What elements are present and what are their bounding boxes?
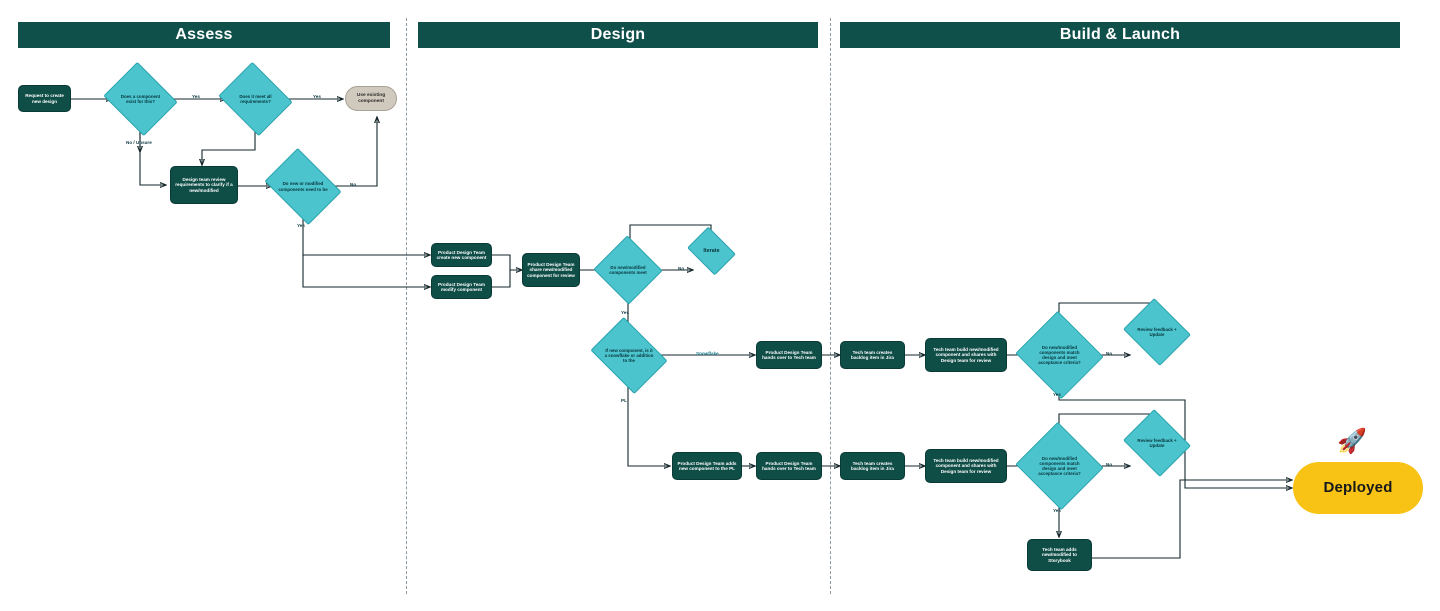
node-label: If new component, is it a snowflake or a… xyxy=(604,347,654,364)
node-label: Product Design Team adds new component t… xyxy=(677,460,737,471)
node-match-design-top[interactable]: Do new/modified components match design … xyxy=(1015,310,1104,400)
node-label: Do new or modified components need to be xyxy=(278,181,328,192)
node-label: Design team review requirements to clari… xyxy=(175,177,233,193)
node-share-for-review[interactable]: Product Design Team share new/modified c… xyxy=(522,253,580,287)
edge-label-exists-yes: Yes xyxy=(192,94,200,99)
lane-title-design: Design xyxy=(590,26,646,43)
lane-divider-assess-design xyxy=(406,18,407,594)
node-label: Request to create new design xyxy=(25,93,64,104)
edge-label-need-no: No xyxy=(350,182,357,187)
node-tech-build-bottom[interactable]: Tech team build new/modified component a… xyxy=(925,449,1007,483)
lane-title-build: Build & Launch xyxy=(1059,26,1181,43)
lane-header-build: Build & Launch xyxy=(840,22,1400,48)
node-handover-tech-bottom[interactable]: Product Design Team hands over to Tech t… xyxy=(756,452,822,480)
node-new-or-modified-needed[interactable]: Do new or modified components need to be xyxy=(264,147,342,226)
edge-label-meets-yes: Yes xyxy=(313,94,321,99)
node-label: Do new/modified components match design … xyxy=(1038,455,1081,477)
node-label: Product Design Team create new component xyxy=(436,249,487,260)
node-deployed[interactable]: Deployed xyxy=(1293,462,1423,514)
lane-header-assess: Assess xyxy=(18,22,390,48)
node-label: Do new/modified components match design … xyxy=(1038,344,1081,366)
node-review-feedback-top[interactable]: Review feedback + Update xyxy=(1123,298,1191,366)
edge-label-match-no-top: No xyxy=(1106,351,1113,356)
node-modify-component[interactable]: Product Design Team modify component xyxy=(431,275,492,299)
node-label: Product Design Team modify component xyxy=(438,281,485,292)
node-label: Tech team build new/modified component a… xyxy=(933,458,999,474)
lane-divider-design-build xyxy=(830,18,831,594)
node-create-new-component[interactable]: Product Design Team create new component xyxy=(431,243,492,267)
node-label: Tech team adds new/modified to Storybook xyxy=(1042,547,1077,563)
node-label: Tech team creates backlog item in Jira xyxy=(851,460,894,471)
node-backlog-jira-bottom[interactable]: Tech team creates backlog item in Jira xyxy=(840,452,905,480)
edge-label-need-yes: Yes xyxy=(297,223,305,228)
node-match-design-bottom[interactable]: Do new/modified components match design … xyxy=(1015,421,1104,511)
node-label: Review feedback + Update xyxy=(1137,326,1177,337)
node-label: Tech team creates backlog item in Jira xyxy=(851,349,894,360)
node-meets-requirements[interactable]: Does it meet all requirements? xyxy=(218,61,293,137)
node-components-meet[interactable]: Do new/modified components meet xyxy=(593,235,663,305)
node-label: Does it meet all requirements? xyxy=(239,93,272,104)
node-label: Product Design Team hands over to Tech t… xyxy=(762,460,816,471)
edge-label-meet-yes: Yes xyxy=(621,310,629,315)
node-storybook[interactable]: Tech team adds new/modified to Storybook xyxy=(1027,539,1092,571)
node-label: Product Design Team share new/modified c… xyxy=(527,262,575,278)
lane-title-assess: Assess xyxy=(175,26,233,43)
node-iterate[interactable]: Iterate xyxy=(687,226,736,276)
edge-label-match-yes-bottom: Yes xyxy=(1053,508,1061,513)
node-add-component-pl[interactable]: Product Design Team adds new component t… xyxy=(672,452,742,480)
node-use-existing-component[interactable]: Use existing component xyxy=(345,86,397,111)
node-backlog-jira-top[interactable]: Tech team creates backlog item in Jira xyxy=(840,341,905,369)
edge-label-meet-no: No xyxy=(678,266,685,271)
node-snowflake-or-addition[interactable]: If new component, is it a snowflake or a… xyxy=(590,316,668,395)
edge-label-pl: PL xyxy=(621,398,627,403)
node-label: Review feedback + Update xyxy=(1137,437,1177,448)
edge-label-match-no-bottom: No xyxy=(1106,462,1113,467)
node-handover-tech-top[interactable]: Product Design Team hands over to Tech t… xyxy=(756,341,822,369)
node-label: Product Design Team hands over to Tech t… xyxy=(762,349,816,360)
node-label: Use existing component xyxy=(356,93,386,104)
edge-label-snowflake: Snowflake xyxy=(696,351,719,356)
node-label: Deployed xyxy=(1323,478,1393,496)
node-label: Iterate xyxy=(703,247,720,254)
rocket-icon: 🚀 xyxy=(1337,428,1367,455)
node-label: Tech team build new/modified component a… xyxy=(933,347,999,363)
edge-label-exists-no-unsure: No / Unsure xyxy=(126,140,152,145)
node-design-team-review-requirements[interactable]: Design team review requirements to clari… xyxy=(170,166,238,204)
node-component-exists[interactable]: Does a component exist for this? xyxy=(103,61,178,137)
edge-label-match-yes-top: Yes xyxy=(1053,392,1061,397)
node-label: Do new/modified components meet xyxy=(609,264,647,275)
node-request-new-design[interactable]: Request to create new design xyxy=(18,85,71,112)
lane-header-design: Design xyxy=(418,22,818,48)
node-tech-build-top[interactable]: Tech team build new/modified component a… xyxy=(925,338,1007,372)
node-label: Does a component exist for this? xyxy=(120,93,161,104)
node-review-feedback-bottom[interactable]: Review feedback + Update xyxy=(1123,409,1191,477)
